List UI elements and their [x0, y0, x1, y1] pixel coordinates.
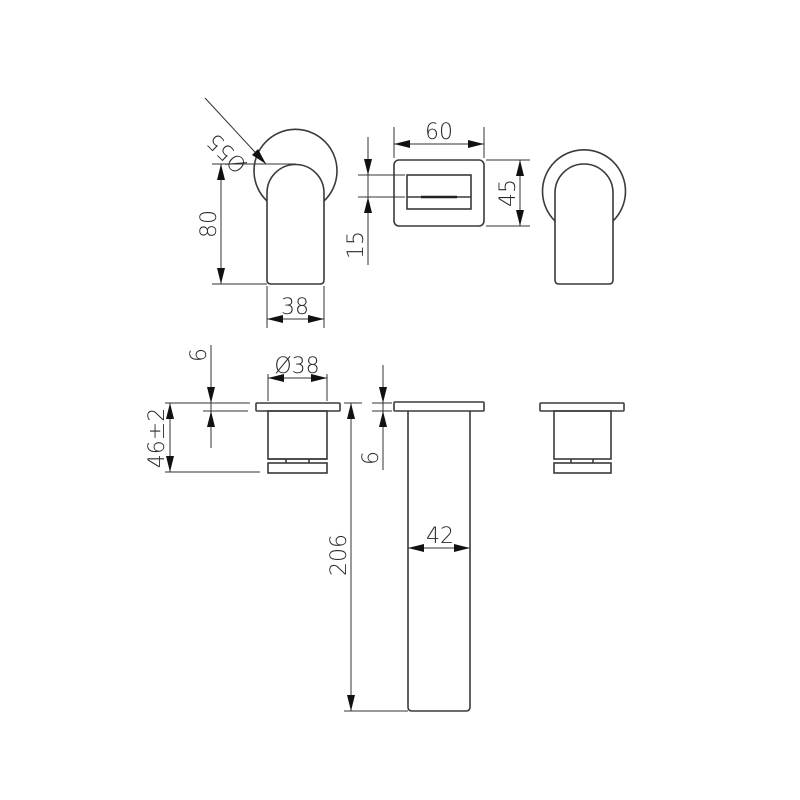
arrow-head	[347, 403, 355, 419]
dim-slot-15: 15	[344, 231, 369, 259]
bottom-left-section: Ø38 6 46±2	[145, 345, 341, 474]
flange-plate	[539, 402, 625, 412]
arrow-head	[217, 164, 225, 180]
spout-body-outline	[266, 163, 325, 285]
side-view: Ø55 80 38	[197, 97, 338, 328]
arrow-head	[516, 210, 524, 226]
flange-plate	[255, 402, 341, 412]
outlet-slot	[406, 174, 472, 210]
front-plate-view: 60 45 15	[344, 120, 530, 265]
spout-tube	[407, 411, 471, 712]
dim-tube-width-42: 42	[426, 524, 454, 549]
side-view-right	[541, 149, 627, 285]
arrow-head	[364, 197, 372, 213]
arrow-head	[379, 387, 387, 403]
dim-height-45: 45	[496, 179, 521, 207]
dim-width-60: 60	[425, 120, 453, 145]
valve-body	[267, 410, 328, 460]
arrow-head	[364, 159, 372, 175]
dim-height-80: 80	[197, 210, 222, 238]
arrow-head	[408, 544, 424, 552]
arrow-head	[308, 315, 324, 323]
arrow-head	[252, 149, 266, 164]
base-plate	[553, 462, 612, 474]
arrow-head	[217, 268, 225, 284]
base-plate	[267, 462, 328, 474]
dim-flange-thickness: 6	[187, 348, 212, 362]
arrow-head	[166, 456, 174, 472]
valve-body	[553, 410, 612, 460]
dim-width-38: 38	[281, 295, 309, 320]
flange-arc	[253, 128, 338, 202]
dim-length-206: 206	[327, 534, 352, 576]
bottom-right-section	[539, 402, 625, 474]
dim-body-diameter: Ø38	[274, 354, 319, 379]
arrow-head	[516, 160, 524, 176]
arrow-head	[468, 140, 484, 148]
bottom-middle-section: 6 206 42	[327, 365, 485, 712]
flange-arc	[541, 149, 627, 222]
cover-plate	[393, 159, 485, 227]
dim-flange-diameter: Ø55	[203, 128, 253, 178]
dim-depth-46: 46±2	[145, 408, 170, 468]
arrow-head	[268, 374, 284, 382]
arrow-head	[379, 411, 387, 427]
arrow-head	[394, 140, 410, 148]
arrow-head	[347, 695, 355, 711]
arrow-head	[311, 374, 327, 382]
arrow-head	[207, 387, 215, 403]
arrow-head	[166, 403, 174, 419]
dim-flange-thickness: 6	[359, 451, 384, 465]
arrow-head	[267, 315, 283, 323]
spout-body-outline	[554, 163, 614, 285]
arrow-head	[207, 411, 215, 427]
flange-plate	[393, 401, 485, 412]
arrow-head	[454, 544, 470, 552]
